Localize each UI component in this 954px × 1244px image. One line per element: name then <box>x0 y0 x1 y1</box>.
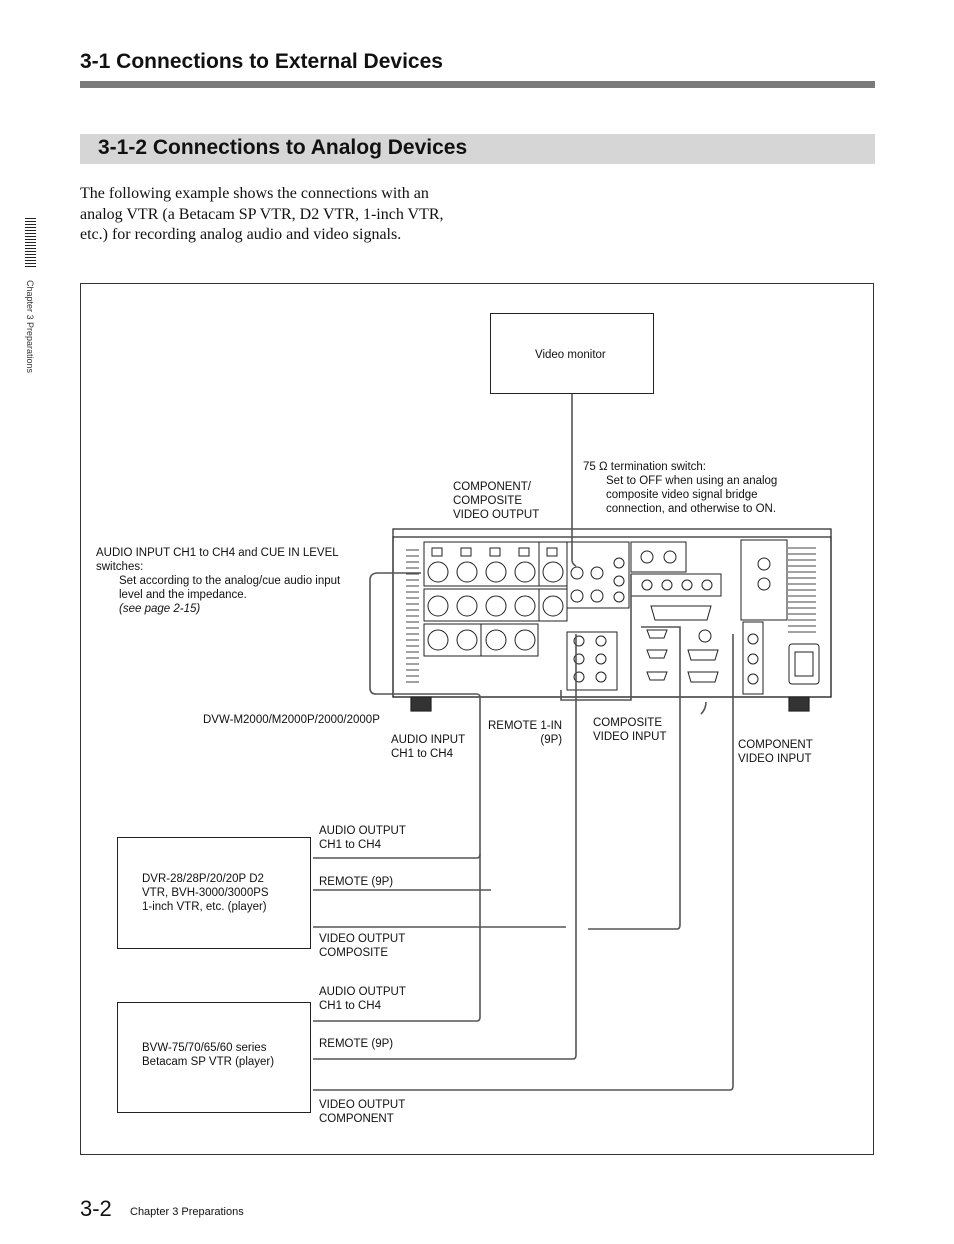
audio-switches-title: AUDIO INPUT CH1 to CH4 and CUE IN LEVEL … <box>96 547 339 573</box>
player2-remote-label: REMOTE (9P) <box>319 1038 394 1050</box>
cable-component-player2 <box>313 634 734 1091</box>
connection-diagram: Video monitor DVR-28/28P/20/20P D2 VTR, … <box>80 283 874 1155</box>
video-monitor-box: Video monitor <box>490 313 654 394</box>
section-title: 3-1 Connections to External Devices <box>80 50 443 73</box>
cable-composite-to-recorder <box>588 626 681 930</box>
subsection-title: 3-1-2 Connections to Analog Devices <box>98 136 468 159</box>
player1-audio-output-label: AUDIO OUTPUT CH1 to CH4 <box>319 825 406 851</box>
page-number: 3-2 <box>80 1196 112 1221</box>
cable-audio-player2 <box>313 854 481 1022</box>
audio-switches-ref: (see page 2-15) <box>119 603 201 615</box>
recorder-model-label: DVW-M2000/M2000P/2000/2000P <box>203 714 380 726</box>
termination-switch-desc: Set to OFF when using an analog composit… <box>606 475 778 515</box>
player1-remote-label: REMOTE (9P) <box>319 876 394 888</box>
audio-switches-desc: Set according to the analog/cue audio in… <box>119 575 341 601</box>
video-monitor-label: Video monitor <box>535 349 606 361</box>
remote-in-label: REMOTE 1-IN (9P) <box>488 720 563 746</box>
cable-remote-player2 <box>313 634 577 1060</box>
composite-input-label: COMPOSITE VIDEO INPUT <box>593 717 667 743</box>
player1-label: DVR-28/28P/20/20P D2 VTR, BVH-3000/3000P… <box>142 873 269 913</box>
termination-switch-title: 75 Ω termination switch: <box>583 461 707 473</box>
power-and-component-panel <box>740 539 820 695</box>
player2-box: BVW-75/70/65/60 series Betacam SP VTR (p… <box>117 1002 311 1113</box>
audio-input-label: AUDIO INPUT CH1 to CH4 <box>391 734 466 760</box>
side-chapter-label: Chapter 3 Preparations <box>25 280 35 374</box>
audio-xlr-connectors <box>423 541 568 657</box>
intro-paragraph: The following example shows the connecti… <box>80 185 444 243</box>
cables <box>313 394 734 1091</box>
player2-video-output-label: VIDEO OUTPUT COMPONENT <box>319 1099 406 1125</box>
component-input-label: COMPONENT VIDEO INPUT <box>738 739 813 765</box>
vent-left <box>406 549 419 683</box>
cable-remote-recorder <box>560 574 632 701</box>
component-composite-output-label: COMPONENT/ COMPOSITE VIDEO OUTPUT <box>453 481 540 521</box>
diagram-drawing <box>313 394 832 1091</box>
vent-right <box>788 547 816 633</box>
player1-video-output-label: VIDEO OUTPUT COMPOSITE <box>319 933 406 959</box>
player2-label: BVW-75/70/65/60 series Betacam SP VTR (p… <box>142 1042 275 1068</box>
section-rule <box>80 81 875 88</box>
footer-chapter: Chapter 3 Preparations <box>130 1206 244 1218</box>
chapter-tab-marker <box>25 218 36 268</box>
subsection-bar <box>80 134 875 164</box>
cable-monitor-feed <box>571 394 577 567</box>
cable-component-loop <box>700 701 707 715</box>
player1-box: DVR-28/28P/20/20P D2 VTR, BVH-3000/3000P… <box>117 837 311 949</box>
player2-audio-output-label: AUDIO OUTPUT CH1 to CH4 <box>319 986 406 1012</box>
